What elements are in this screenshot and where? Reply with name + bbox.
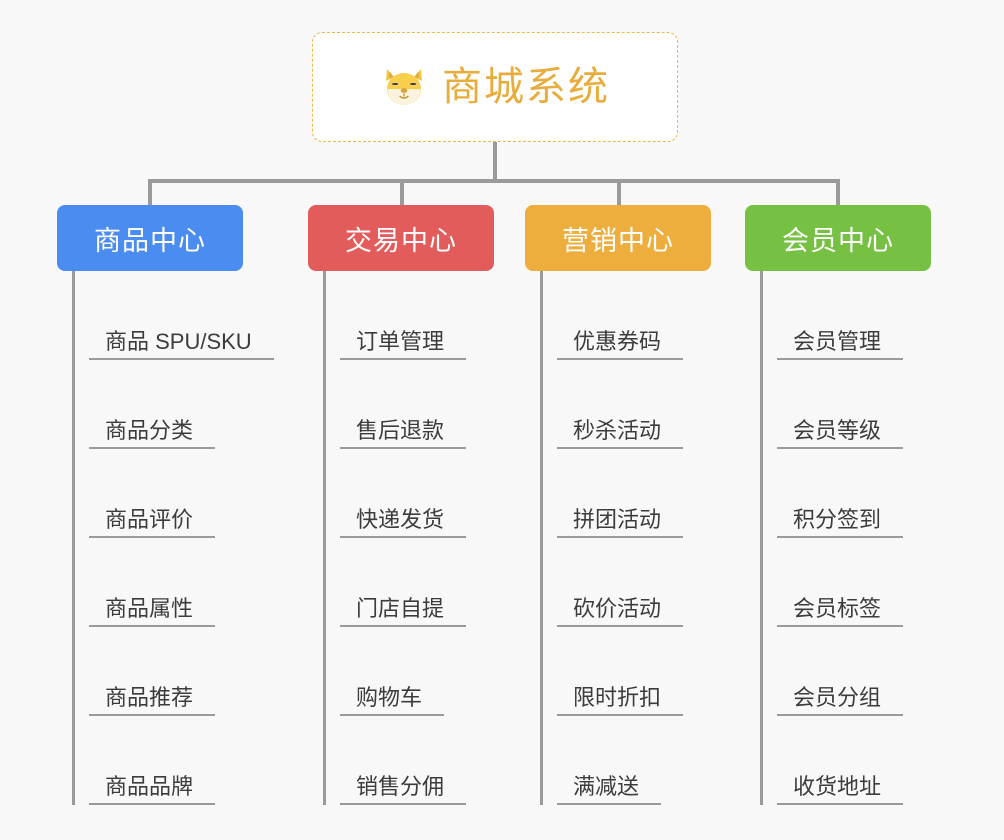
list-item-label: 满减送 <box>557 774 662 805</box>
list-item[interactable]: 销售分佣 <box>326 716 543 805</box>
list-item-label: 商品评价 <box>89 507 216 538</box>
list-item-label: 订单管理 <box>340 329 467 360</box>
list-item[interactable]: 售后退款 <box>326 360 543 449</box>
list-item[interactable]: 会员分组 <box>763 627 980 716</box>
list-item-label: 砍价活动 <box>557 596 684 627</box>
sub-item-list-product-center: 商品 SPU/SKU 商品分类 商品评价 商品属性 商品推荐 商品品牌 <box>72 271 292 805</box>
list-item-label: 商品推荐 <box>89 685 216 716</box>
category-label: 会员中心 <box>782 225 894 256</box>
list-item-label: 会员管理 <box>777 329 904 360</box>
sub-item-list-member-center: 会员管理 会员等级 积分签到 会员标签 会员分组 收货地址 <box>760 271 980 805</box>
list-item-label: 积分签到 <box>777 507 904 538</box>
list-item[interactable]: 砍价活动 <box>543 538 760 627</box>
branch-product-center: 商品中心 商品 SPU/SKU 商品分类 商品评价 商品属性 商品推荐 商品品牌 <box>57 205 292 805</box>
list-item[interactable]: 会员管理 <box>763 271 980 360</box>
connector-horizontal-bus <box>148 179 840 183</box>
list-item-label: 会员分组 <box>777 685 904 716</box>
category-label: 商品中心 <box>94 225 206 256</box>
list-item-label: 商品 SPU/SKU <box>89 329 274 360</box>
category-box-member-center[interactable]: 会员中心 <box>745 205 931 271</box>
list-item-label: 售后退款 <box>340 418 467 449</box>
connector-root-stem <box>493 142 497 181</box>
list-item-label: 优惠券码 <box>557 329 684 360</box>
list-item-label: 会员等级 <box>777 418 904 449</box>
list-item[interactable]: 商品品牌 <box>75 716 292 805</box>
list-item[interactable]: 秒杀活动 <box>543 360 760 449</box>
category-box-product-center[interactable]: 商品中心 <box>57 205 243 271</box>
list-item-label: 快递发货 <box>340 507 467 538</box>
branch-trade-center: 交易中心 订单管理 售后退款 快递发货 门店自提 购物车 销售分佣 <box>308 205 543 805</box>
list-item[interactable]: 优惠券码 <box>543 271 760 360</box>
list-item[interactable]: 商品属性 <box>75 538 292 627</box>
list-item[interactable]: 商品分类 <box>75 360 292 449</box>
list-item[interactable]: 购物车 <box>326 627 543 716</box>
category-box-trade-center[interactable]: 交易中心 <box>308 205 494 271</box>
category-label: 交易中心 <box>345 225 457 256</box>
list-item[interactable]: 会员等级 <box>763 360 980 449</box>
list-item[interactable]: 收货地址 <box>763 716 980 805</box>
root-node[interactable]: 商城系统 <box>312 32 678 142</box>
sub-item-list-trade-center: 订单管理 售后退款 快递发货 门店自提 购物车 销售分佣 <box>323 271 543 805</box>
list-item-label: 销售分佣 <box>340 774 467 805</box>
list-item-label: 限时折扣 <box>557 685 684 716</box>
list-item-label: 拼团活动 <box>557 507 684 538</box>
list-item-label: 商品属性 <box>89 596 216 627</box>
connector-drop-member-center <box>836 179 840 207</box>
list-item[interactable]: 积分签到 <box>763 449 980 538</box>
list-item[interactable]: 门店自提 <box>326 538 543 627</box>
list-item[interactable]: 商品推荐 <box>75 627 292 716</box>
list-item-label: 门店自提 <box>340 596 467 627</box>
sub-item-list-marketing-center: 优惠券码 秒杀活动 拼团活动 砍价活动 限时折扣 满减送 <box>540 271 760 805</box>
list-item[interactable]: 满减送 <box>543 716 760 805</box>
shiba-dog-icon <box>380 63 428 111</box>
list-item[interactable]: 拼团活动 <box>543 449 760 538</box>
connector-drop-product-center <box>148 179 152 207</box>
connector-drop-marketing-center <box>617 179 621 207</box>
list-item-label: 商品分类 <box>89 418 216 449</box>
branch-member-center: 会员中心 会员管理 会员等级 积分签到 会员标签 会员分组 收货地址 <box>745 205 980 805</box>
list-item[interactable]: 限时折扣 <box>543 627 760 716</box>
list-item-label: 商品品牌 <box>89 774 216 805</box>
list-item[interactable]: 订单管理 <box>326 271 543 360</box>
list-item[interactable]: 商品评价 <box>75 449 292 538</box>
list-item-label: 购物车 <box>340 685 445 716</box>
category-box-marketing-center[interactable]: 营销中心 <box>525 205 711 271</box>
list-item-label: 收货地址 <box>777 774 904 805</box>
list-item-label: 秒杀活动 <box>557 418 684 449</box>
list-item[interactable]: 商品 SPU/SKU <box>75 271 292 360</box>
root-title: 商城系统 <box>442 65 610 109</box>
connector-drop-trade-center <box>400 179 404 207</box>
list-item[interactable]: 快递发货 <box>326 449 543 538</box>
category-label: 营销中心 <box>562 225 674 256</box>
list-item[interactable]: 会员标签 <box>763 538 980 627</box>
branch-marketing-center: 营销中心 优惠券码 秒杀活动 拼团活动 砍价活动 限时折扣 满减送 <box>525 205 760 805</box>
list-item-label: 会员标签 <box>777 596 904 627</box>
